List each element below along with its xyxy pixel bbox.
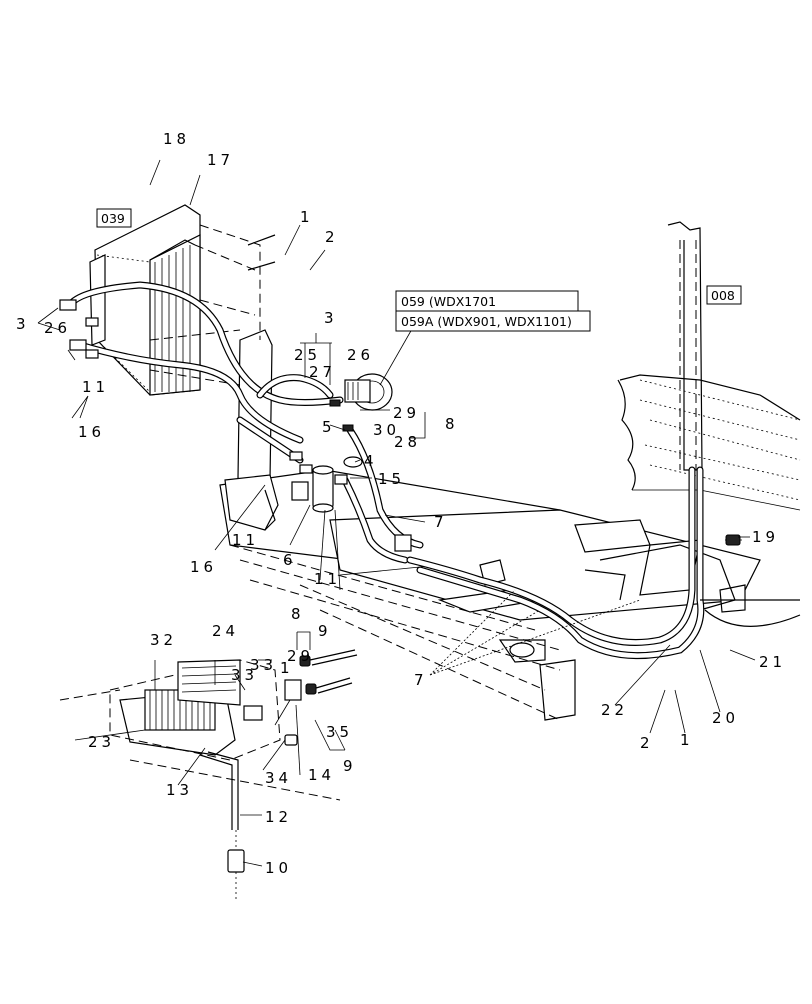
callout-1b: 1 [680,731,694,749]
callout-18: 18 [163,130,190,148]
receiver-drier [291,465,334,513]
reference-box-008[interactable]: 008 [706,285,742,305]
callout-8a: 8 [445,415,459,433]
callout-30: 30 [373,421,400,439]
callout-6: 6 [283,551,297,569]
callout-4: 4 [364,452,378,470]
callout-11b: 11 [232,531,259,549]
callout-19: 19 [752,528,779,546]
callout-20: 20 [712,709,739,727]
callout-28: 28 [394,433,421,451]
frame-chassis [59,469,761,801]
reference-box-059a[interactable]: 059A (WDX901, WDX1101) [395,310,591,332]
callout-1: 1 [300,208,314,226]
callout-34: 34 [265,769,292,787]
callout-15: 15 [378,470,405,488]
callout-29b: 29 [287,647,314,665]
callout-23: 23 [88,733,115,751]
callout-2b: 2 [640,734,654,752]
reference-box-059[interactable]: 059 (WDX1701 [395,290,579,312]
callout-33a: 33 [231,666,258,684]
part-callouts: 18 17 1 2 3 26 11 16 3 25 26 27 29 30 28… [16,130,786,877]
callout-13: 13 [166,781,193,799]
callout-12: 12 [265,808,292,826]
callout-8b: 8 [291,605,305,623]
reference-box-039-label: 039 [101,211,125,226]
reference-box-039[interactable]: 039 [96,208,132,228]
callout-21: 21 [759,653,786,671]
callout-1c: 1 [280,659,294,677]
compressor-hoses [236,374,424,564]
reference-box-059a-label: 059A (WDX901, WDX1101) [401,314,572,329]
condenser-hoses [59,281,344,444]
leader-lines [37,159,756,867]
callout-22: 22 [601,701,628,719]
callout-3a: 3 [16,315,30,333]
callout-17: 17 [207,151,234,169]
callout-3b: 3 [324,309,338,327]
callout-10: 10 [265,859,292,877]
callout-7b: 7 [414,671,428,689]
callout-9a: 9 [318,622,332,640]
cab-panel [617,221,801,511]
callout-16a: 16 [78,423,105,441]
callout-16b: 16 [190,558,217,576]
callout-14: 14 [308,766,335,784]
callout-11a: 11 [82,378,109,396]
callout-25: 25 [294,346,321,364]
callout-2: 2 [325,228,339,246]
evaporator [109,649,358,900]
reference-box-008-label: 008 [711,288,735,303]
callout-7a: 7 [434,513,448,531]
callout-5a: 5 [322,418,336,436]
callout-24: 24 [212,622,239,640]
callout-29a: 29 [393,404,420,422]
compressor [329,373,393,411]
callout-32: 32 [150,631,177,649]
callout-26b: 26 [347,346,374,364]
cab-hoses [406,466,801,660]
condenser-bracket [149,224,279,531]
callout-26a: 26 [44,319,71,337]
callout-33b: 33 [250,656,277,674]
callout-11c: 11 [314,570,341,588]
callout-9b: 9 [343,757,357,775]
callout-35: 35 [326,723,353,741]
callout-27: 27 [309,363,336,381]
reference-box-059-label: 059 (WDX1701 [401,294,496,309]
